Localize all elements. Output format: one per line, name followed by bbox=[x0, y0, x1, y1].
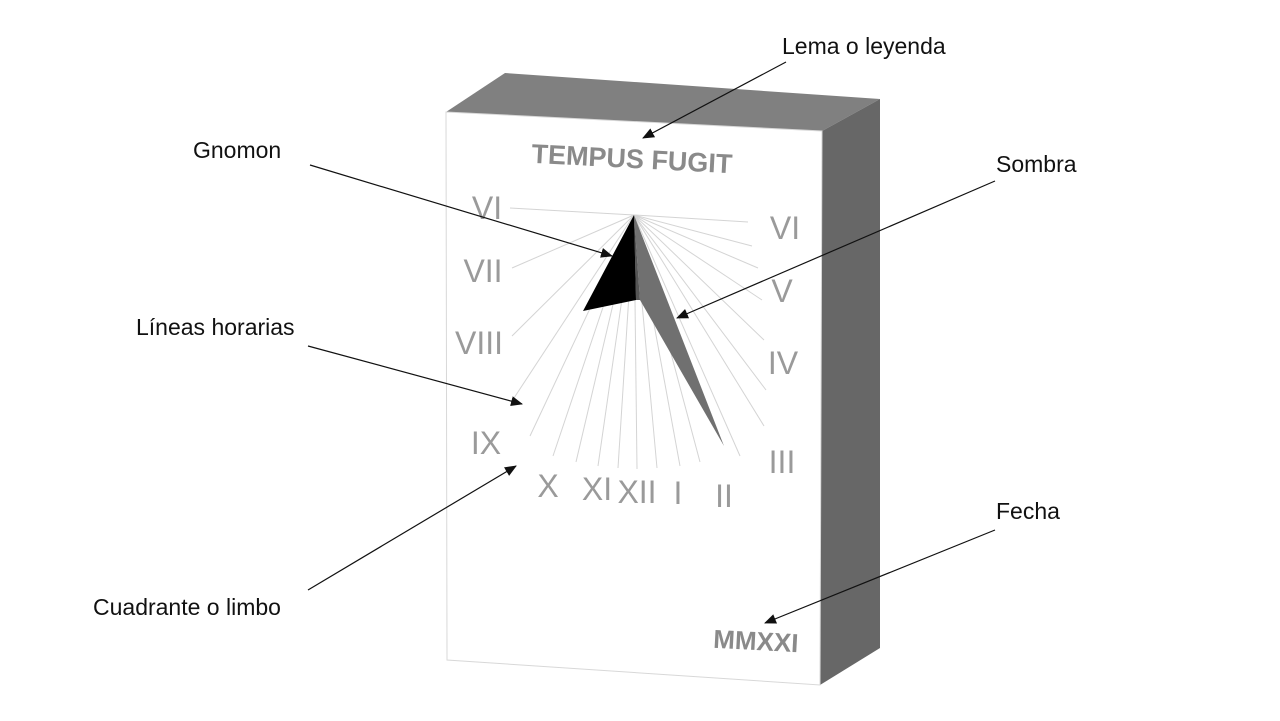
hour-line bbox=[633, 214, 749, 223]
numeral-ii: II bbox=[715, 478, 733, 514]
numeral-vii: VII bbox=[463, 253, 502, 289]
hour-lines-leader bbox=[307, 345, 523, 406]
hour-line bbox=[633, 214, 741, 457]
numeral-right-vi: VI bbox=[770, 210, 800, 246]
callout-labels: Lema o leyenda Gnomon Sombra Líneas hora… bbox=[93, 33, 1077, 620]
callout-leaders bbox=[307, 61, 996, 624]
hour-line bbox=[511, 214, 635, 269]
motto-label: Lema o leyenda bbox=[782, 33, 946, 59]
gnomon-leader bbox=[309, 164, 613, 258]
numeral-xi: XI bbox=[582, 471, 612, 507]
numeral-v: V bbox=[771, 273, 793, 309]
hour-line bbox=[633, 214, 767, 391]
hour-line bbox=[513, 214, 635, 399]
numeral-xii: XII bbox=[617, 474, 656, 510]
numeral-x: X bbox=[537, 468, 558, 504]
numeral-i: I bbox=[674, 475, 683, 511]
gnomon bbox=[583, 215, 636, 311]
numeral-ix: IX bbox=[471, 425, 501, 461]
hour-line bbox=[633, 214, 753, 247]
numeral-viii: VIII bbox=[455, 325, 503, 361]
block-side-face bbox=[820, 99, 880, 685]
hour-line bbox=[633, 214, 765, 427]
gnomon-shadow bbox=[634, 215, 724, 446]
hour-line bbox=[511, 214, 635, 337]
numeral-iii: III bbox=[769, 444, 796, 480]
gnomon-label: Gnomon bbox=[193, 137, 281, 163]
dial-label: Cuadrante o limbo bbox=[93, 594, 281, 620]
shadow-label: Sombra bbox=[996, 151, 1077, 177]
hour-line bbox=[509, 207, 635, 216]
hour-line bbox=[633, 214, 759, 269]
numeral-iv: IV bbox=[768, 345, 799, 381]
motto-leader bbox=[642, 61, 787, 139]
hour-line bbox=[633, 214, 765, 341]
shadow-leader bbox=[676, 180, 996, 319]
hour-numerals: VI VII VIII IX X XI XII I II VI V IV III bbox=[455, 190, 800, 514]
numeral-left-vi: VI bbox=[472, 190, 502, 226]
date-text: MMXXI bbox=[713, 624, 800, 658]
hour-lines-label: Líneas horarias bbox=[136, 314, 295, 340]
date-leader bbox=[764, 529, 996, 624]
dial-leader bbox=[307, 465, 517, 591]
block-top-face bbox=[446, 73, 880, 131]
hour-line bbox=[633, 214, 763, 301]
date-label: Fecha bbox=[996, 498, 1060, 524]
